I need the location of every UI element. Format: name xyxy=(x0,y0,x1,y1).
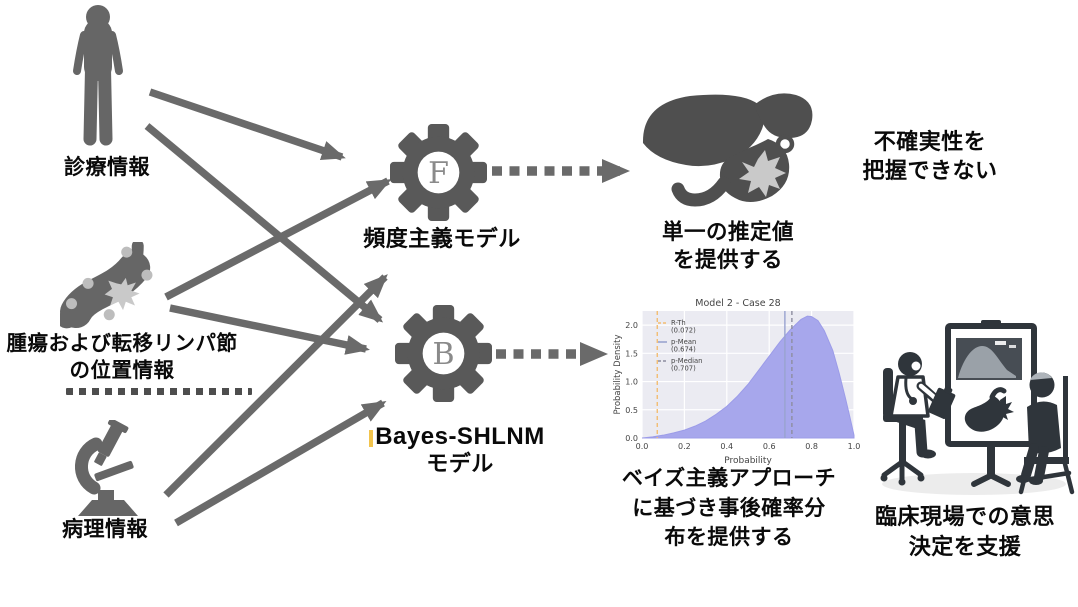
frequentist-gear-icon: F xyxy=(390,124,487,221)
arrow-clinical-to-frequentist xyxy=(148,88,346,161)
person-icon xyxy=(73,5,123,146)
arrow-clinical-to-bayes xyxy=(144,123,384,323)
y-tick-label: 2.0 xyxy=(625,321,638,330)
tumor-splat xyxy=(739,150,786,197)
uncertainty-note: 不確実性を 把握できない xyxy=(862,129,998,183)
arrow-pathology-to-bayes xyxy=(174,399,387,527)
text-caret-artifact xyxy=(369,430,373,447)
doctor-glasses xyxy=(911,361,921,371)
legend-label: p-Mean xyxy=(671,338,696,346)
gear-letter-f: F xyxy=(428,156,449,191)
y-tick-label: 0.0 xyxy=(625,434,638,443)
arrow-tumor-to-frequentist xyxy=(164,177,392,301)
bayes-model-label: Bayes-SHLNM モデル xyxy=(375,423,545,476)
arrow-tumor-to-bayes xyxy=(169,304,370,355)
legend-value: (0.072) xyxy=(671,327,696,335)
legend-value: (0.707) xyxy=(671,365,696,373)
microscope-icon xyxy=(75,420,138,516)
y-tick-label: 1.0 xyxy=(625,378,638,387)
x-tick-label: 0.4 xyxy=(720,442,733,451)
patient-figure xyxy=(1016,372,1075,495)
posterior-chart: 0.0 0.2 0.4 0.6 0.8 1.0 0.0 0.5 1.0 1.5 2.0 Model 2… xyxy=(612,296,864,468)
x-axis-label: Probability xyxy=(724,456,772,466)
legend-label: p-Median xyxy=(671,357,703,365)
clipboard xyxy=(928,386,956,419)
y-axis-label: Probability Density xyxy=(613,335,623,415)
x-tick-label: 0.8 xyxy=(805,442,818,451)
stomach-icon xyxy=(60,242,153,329)
frequentist-model-label: 頻度主義モデル xyxy=(363,226,521,251)
display-board xyxy=(945,320,1037,487)
clinical-support-note: 臨床現場での意思 決定を支援 xyxy=(874,504,1055,559)
pathology-info-label: 病理情報 xyxy=(62,518,148,541)
clinical-info-label: 診療情報 xyxy=(64,156,150,179)
tumor-location-label: 腫瘍および転移リンパ節 の位置情報 xyxy=(6,332,238,382)
clipped-text-fragment xyxy=(66,388,252,395)
y-tick-label: 0.5 xyxy=(625,406,638,415)
legend-label: R-Th xyxy=(671,319,686,327)
screen-chart xyxy=(956,338,1022,380)
bayes-approach-caption: ベイズ主義アプローチ に基づき事後確率分 布を提供する xyxy=(621,467,837,549)
patient-gray-hair xyxy=(1030,372,1052,380)
single-estimate-caption: 単一の推定値 を提供する xyxy=(661,220,794,272)
lymph-node-dots xyxy=(66,246,153,321)
chart-title: Model 2 - Case 28 xyxy=(695,298,780,309)
x-tick-label: 0.6 xyxy=(763,442,776,451)
doctor-figure xyxy=(880,352,956,486)
legend-value: (0.674) xyxy=(671,346,696,354)
screen-stomach-drawing xyxy=(964,387,1014,432)
arrow-pathology-to-frequentist xyxy=(163,274,388,498)
liver-stomach-icon xyxy=(642,93,813,207)
x-tick-label: 0.2 xyxy=(678,442,691,451)
tumor-splat xyxy=(104,277,140,311)
bayes-gear-icon: B xyxy=(395,305,492,402)
y-tick-label: 1.5 xyxy=(625,349,638,358)
x-tick-label: 0.0 xyxy=(636,442,649,451)
clinical-decision-illustration xyxy=(880,320,1075,495)
gear-letter-b: B xyxy=(432,337,454,372)
x-tick-label: 1.0 xyxy=(848,442,861,451)
density-area xyxy=(641,315,855,439)
